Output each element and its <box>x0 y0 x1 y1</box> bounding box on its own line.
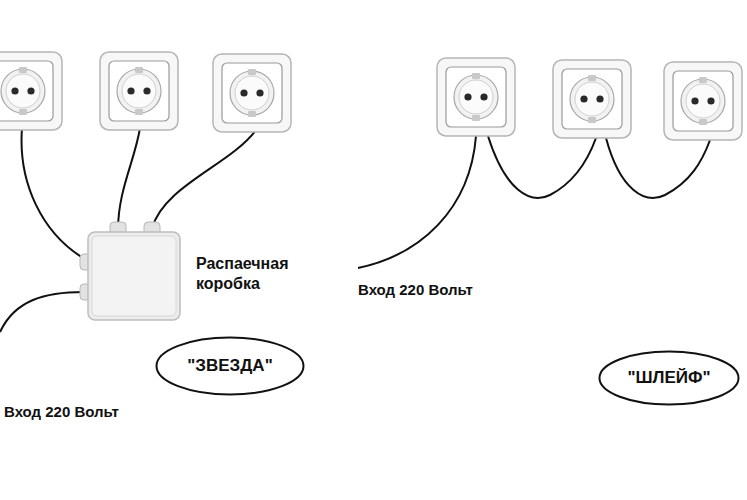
input-label: Вход 220 Вольт <box>4 403 119 420</box>
box-caption: Распаечная коробка <box>196 254 314 294</box>
scheme-name-ellipse: "ШЛЕЙФ" <box>598 350 740 406</box>
junction-box-body <box>80 222 180 320</box>
input-label: Вход 220 Вольт <box>358 281 473 298</box>
wire <box>22 128 90 262</box>
junction-box: Распаечная коробка <box>88 232 180 320</box>
wire <box>0 292 84 332</box>
power-socket <box>0 52 62 130</box>
wire <box>606 138 710 198</box>
scheme-name-ellipse: "ЗВЕЗДА" <box>155 336 305 396</box>
power-socket <box>100 52 178 130</box>
wires <box>0 128 710 332</box>
ellipse-outline <box>157 338 304 395</box>
scheme-name: "ШЛЕЙФ" <box>627 367 710 388</box>
power-socket <box>437 58 515 136</box>
power-socket <box>664 62 742 140</box>
wire <box>118 128 140 230</box>
ellipse-outline <box>600 352 739 405</box>
wire <box>488 136 596 198</box>
power-socket <box>213 54 291 132</box>
wire <box>152 130 256 228</box>
power-socket <box>553 60 631 138</box>
wire <box>358 136 476 268</box>
scheme-name: "ЗВЕЗДА" <box>187 355 272 376</box>
